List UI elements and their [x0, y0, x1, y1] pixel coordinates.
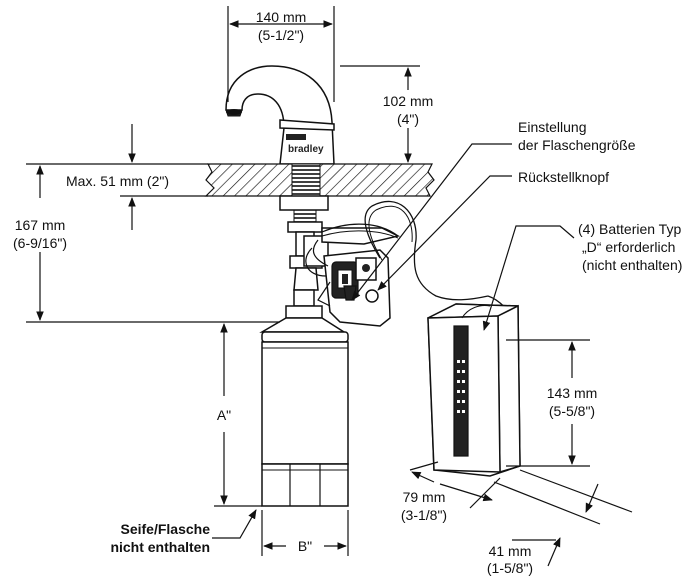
- dim-167mm: 167 mm: [15, 217, 66, 233]
- dim-41mm-inch: (1-5/8"): [487, 560, 533, 576]
- callout-bottle-size-line1: Einstellung: [518, 119, 587, 135]
- dim-max-51mm: Max. 51 mm (2"): [66, 173, 169, 189]
- battery-cable: [364, 200, 489, 301]
- callout-labels: Einstellung der Flaschengröße Rückstellk…: [110, 119, 682, 555]
- callout-batteries-line1: (4) Batterien Typ: [578, 221, 681, 237]
- dim-167mm-inch: (6-9/16"): [13, 235, 67, 251]
- countertop: [204, 163, 435, 197]
- dim-140mm: 140 mm: [256, 9, 307, 25]
- callout-reset-button: Rückstellknopf: [518, 169, 609, 185]
- dim-79mm: 79 mm: [403, 489, 446, 505]
- faucet-spout: bradley: [225, 65, 335, 165]
- soap-bottle: [259, 289, 349, 507]
- callout-soap-line1: Seife/Flasche: [121, 521, 211, 537]
- control-module: [305, 239, 391, 327]
- dim-41mm: 41 mm: [489, 543, 532, 559]
- dim-102mm-inch: (4"): [397, 111, 419, 127]
- callout-bottle-size-line2: der Flaschengröße: [518, 137, 636, 153]
- dim-b: B": [298, 538, 312, 554]
- battery-box: [427, 303, 521, 477]
- callout-batteries-line2: „D“ erforderlich: [582, 239, 675, 255]
- dim-140mm-inch: (5-1/2"): [258, 27, 304, 43]
- callout-soap-line2: nicht enthalten: [110, 539, 210, 555]
- dim-79mm-inch: (3-1/8"): [401, 507, 447, 523]
- dim-a: A": [217, 407, 231, 423]
- callout-leaders: [212, 143, 575, 541]
- brand-logo: bradley: [288, 144, 324, 155]
- dimension-lines: [26, 6, 633, 567]
- dim-143mm-inch: (5-5/8"): [549, 403, 595, 419]
- dim-102mm: 102 mm: [383, 93, 434, 109]
- dimension-labels: 140 mm (5-1/2") 102 mm (4") Max. 51 mm (…: [13, 9, 597, 576]
- callout-batteries-line3: (nicht enthalten): [582, 257, 682, 273]
- dim-143mm: 143 mm: [547, 385, 598, 401]
- pump-assembly: [279, 195, 401, 291]
